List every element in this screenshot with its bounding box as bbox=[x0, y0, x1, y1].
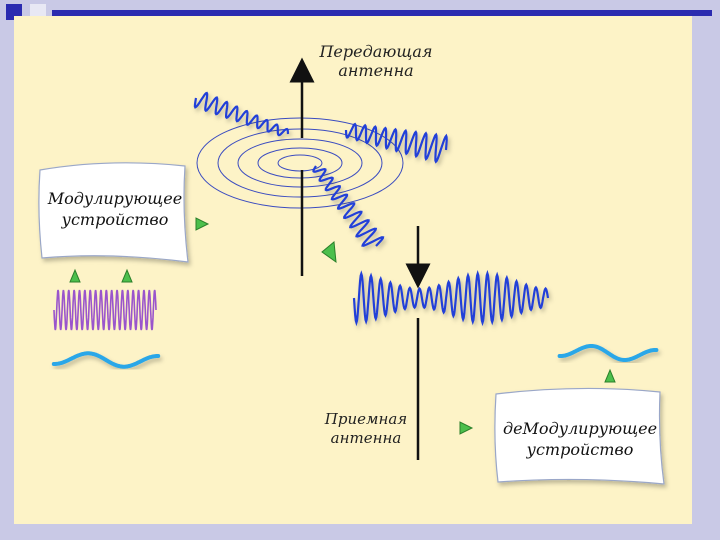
demodulated-signal-wave bbox=[557, 344, 659, 362]
modulating-signal-wave bbox=[51, 351, 161, 369]
arrow-up-icon bbox=[69, 268, 81, 283]
radiation-field bbox=[196, 117, 404, 209]
arrow-up-left-icon bbox=[321, 241, 337, 264]
arrow-up-icon bbox=[121, 268, 133, 283]
radiated-wave-right bbox=[344, 122, 448, 164]
carrier-wave bbox=[53, 289, 157, 331]
modulator-label: Модулирующее устройство bbox=[47, 189, 183, 229]
radiated-waves bbox=[193, 91, 550, 327]
demodulator-label: деМодулирующее устройство bbox=[502, 419, 658, 459]
transmit-antenna-label: Передающая антенна bbox=[319, 42, 433, 80]
receive-antenna-label: Приемная антенна bbox=[324, 410, 408, 447]
header-line bbox=[52, 10, 712, 16]
radiated-wave-upper-left bbox=[193, 91, 290, 137]
received-modulated-wave bbox=[352, 269, 550, 327]
arrow-right-icon bbox=[195, 217, 210, 231]
flow-arrows bbox=[69, 217, 616, 435]
arrow-up-icon bbox=[604, 368, 616, 383]
modulator-card bbox=[38, 162, 189, 263]
arrow-right-icon bbox=[459, 421, 474, 435]
radiated-wave-lower bbox=[312, 165, 385, 247]
demodulator-card bbox=[494, 387, 665, 485]
